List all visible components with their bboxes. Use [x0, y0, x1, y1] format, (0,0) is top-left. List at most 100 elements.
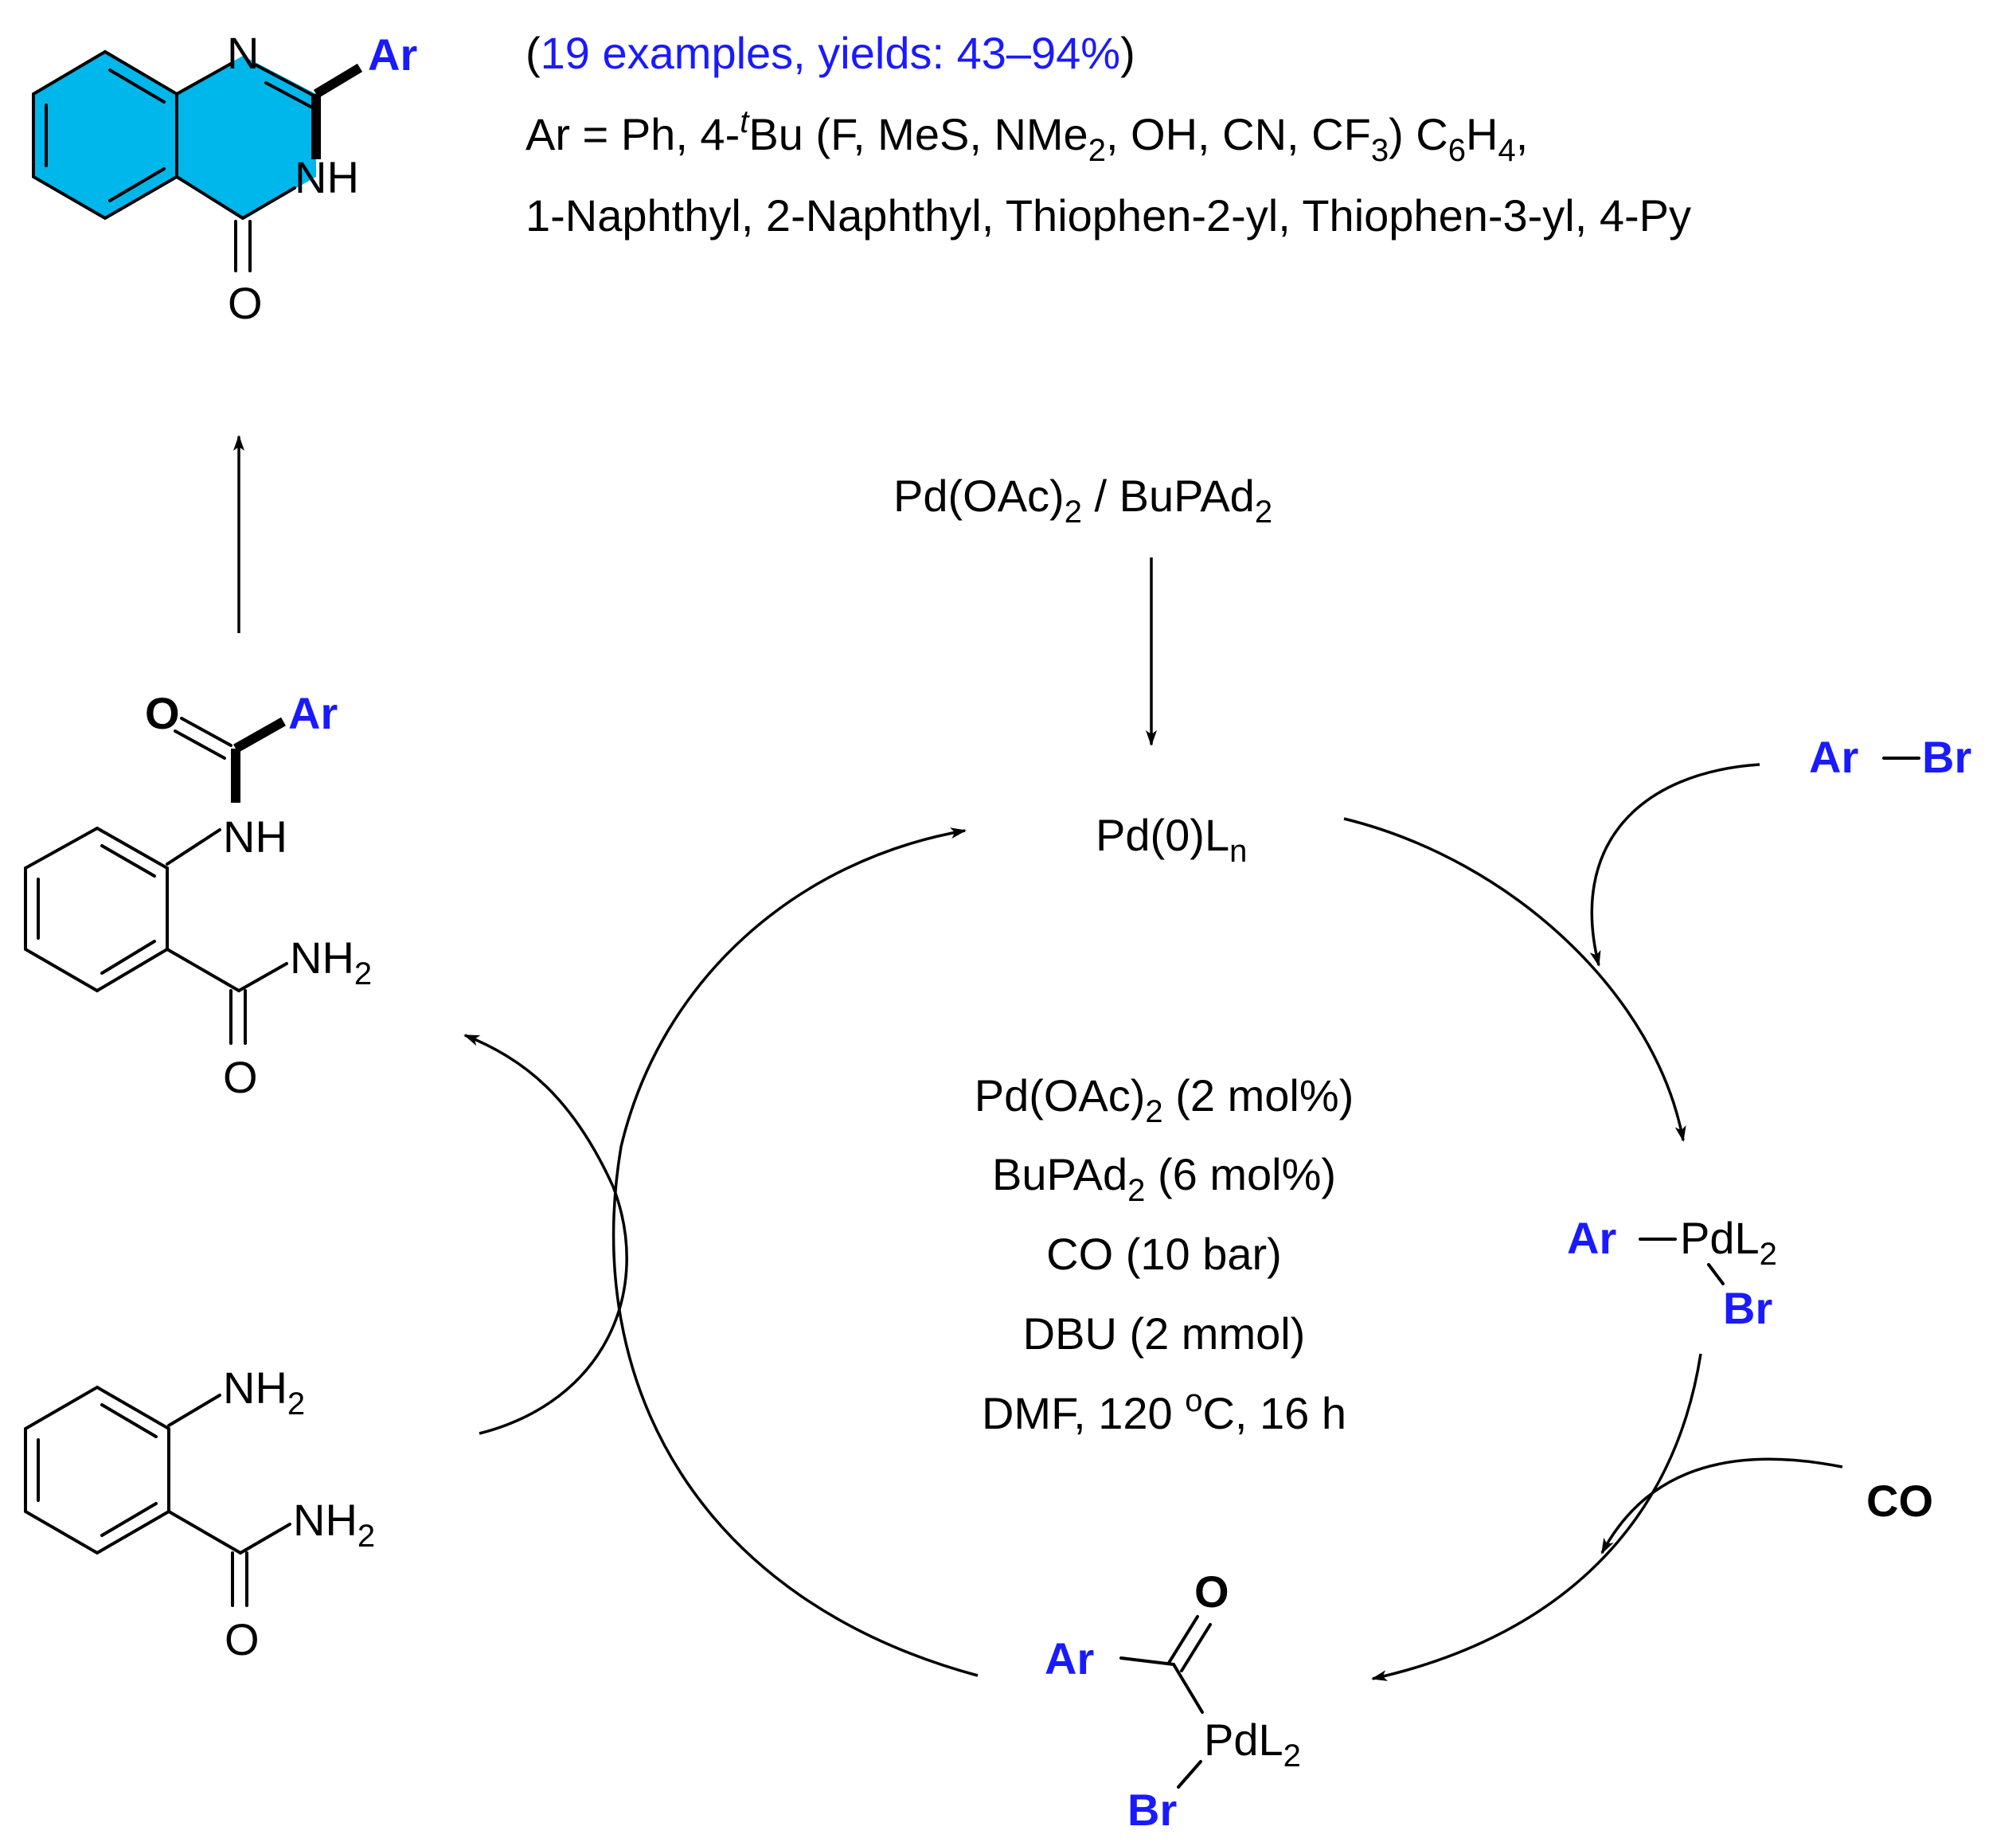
degree-superscript: o — [1185, 1383, 1202, 1418]
bond — [175, 62, 232, 96]
highlighted-ring-fill — [33, 52, 177, 218]
aminobenzamide-reagent: NH2 NH2 O — [24, 1363, 375, 1664]
product-ar-label: Ar — [368, 29, 417, 80]
aminobenzamide-nh2b-label: NH2 — [293, 1495, 375, 1554]
acyl-br-label: Br — [1127, 1785, 1177, 1835]
subscript: 4 — [1498, 133, 1515, 168]
subscript: 2 — [1127, 1173, 1145, 1208]
condition-line: DMF, 120 oC, 16 h — [982, 1383, 1346, 1438]
condition-line: BuPAd2 (6 mol%) — [992, 1149, 1336, 1208]
tert-superscript: t — [740, 104, 750, 139]
ring-o-label: O — [228, 278, 263, 328]
quinazolinone-product: N NH O Ar — [32, 28, 417, 328]
scope-text: Ar = Ph, 4- — [525, 109, 740, 159]
precatalyst-text: Pd(OAc) — [893, 471, 1065, 521]
bond — [24, 1385, 170, 1555]
bond — [313, 63, 363, 99]
regeneration-arc — [611, 827, 979, 1677]
bond — [237, 962, 288, 992]
aminobenzamide-nh2a-label: NH2 — [223, 1363, 305, 1422]
subscript: 6 — [1448, 133, 1466, 168]
pd0-catalyst-label: Pd(0)Ln — [1096, 810, 1247, 869]
ring-nh-label: NH — [295, 152, 359, 202]
bond — [167, 1394, 221, 1427]
condition-line: DBU (2 mmol) — [1023, 1308, 1306, 1359]
bond — [239, 1523, 291, 1555]
paren-close: ) — [1120, 28, 1135, 78]
acyl-palladium-complex: O Ar PdL2 Br — [1045, 1566, 1301, 1835]
paren-open: ( — [525, 28, 541, 78]
bond — [167, 1510, 242, 1555]
precatalyst-text: / BuPAd — [1082, 471, 1255, 521]
aryl-bromide-reagent: Ar Br — [1809, 732, 1971, 782]
co-reagent-label: CO — [1866, 1476, 1933, 1526]
acyl-pd-label: PdL2 — [1204, 1715, 1301, 1774]
aminobenzamide-o-label: O — [225, 1614, 260, 1664]
amide-o-label: O — [145, 688, 180, 738]
bond — [24, 826, 169, 993]
nh2-text: NH — [290, 933, 354, 983]
bond — [166, 948, 240, 992]
acyl-o-label: O — [1194, 1566, 1229, 1617]
condition-text: C, 16 h — [1202, 1388, 1346, 1438]
subscript: 2 — [1088, 133, 1106, 168]
arbr-ar-label: Ar — [1809, 732, 1858, 782]
subscript: 2 — [354, 956, 372, 991]
subscript: 2 — [1145, 1094, 1162, 1129]
ring-n-label: N — [227, 28, 259, 78]
oxadd-pd-label: PdL2 — [1680, 1213, 1777, 1272]
subscript: 2 — [1065, 495, 1082, 530]
amide-nh2-label: NH2 — [290, 933, 372, 991]
bond — [100, 844, 156, 878]
nh2-text: NH — [293, 1495, 357, 1545]
aminolysis-arc — [463, 1034, 628, 1435]
subscript: 2 — [357, 1519, 375, 1554]
subscript: 2 — [287, 1386, 305, 1422]
condition-text: BuPAd — [992, 1149, 1127, 1199]
scope-line-1: (19 examples, yields: 43–94%) — [525, 28, 1135, 78]
bond — [1177, 1760, 1202, 1789]
scope-text: ) C — [1389, 109, 1448, 159]
nh2-text: NH — [223, 1363, 287, 1413]
bond — [241, 186, 296, 220]
subscript: 2 — [1255, 495, 1272, 530]
scope-text: H — [1466, 109, 1498, 159]
bond — [180, 717, 232, 747]
benzamide-intermediate: O Ar NH NH2 O — [24, 688, 372, 1102]
amide-ar-label: Ar — [288, 688, 338, 738]
co-entry-arrow — [1600, 1457, 1843, 1555]
pd0-text: Pd(0)L — [1096, 810, 1229, 860]
bond — [100, 1403, 158, 1438]
bond — [108, 167, 166, 202]
condition-line: CO (10 bar) — [1046, 1229, 1282, 1279]
co-insertion-arc — [1371, 1353, 1702, 1681]
scope-text: , — [1516, 109, 1529, 159]
scope-text: , OH, CN, CF — [1106, 109, 1371, 159]
subscript: 2 — [1760, 1237, 1777, 1272]
bond — [1119, 1656, 1175, 1666]
oxadd-ar-label: Ar — [1567, 1213, 1616, 1263]
bond — [174, 729, 226, 760]
bond — [264, 81, 315, 110]
condition-text: DMF, 120 — [982, 1388, 1185, 1438]
oxidative-addition-arc — [1343, 817, 1686, 1142]
bond — [175, 175, 244, 220]
condition-line: Pd(OAc)2 (2 mol%) — [975, 1070, 1354, 1129]
arbr-entry-arrow — [1589, 763, 1760, 967]
oxidative-addition-complex: Ar PdL2 Br — [1567, 1213, 1777, 1333]
examples-yields: 19 examples, yields: 43–94% — [541, 28, 1120, 78]
bond — [100, 940, 156, 975]
oxadd-br-label: Br — [1723, 1283, 1772, 1333]
highlighted-ring-fill — [177, 56, 316, 218]
bond — [1180, 1623, 1212, 1672]
condition-text: (6 mol%) — [1145, 1149, 1336, 1199]
condition-text: Pd(OAc) — [975, 1070, 1146, 1120]
bond — [100, 1502, 158, 1537]
scope-line-3: 1-Naphthyl, 2-Naphthyl, Thiophen-2-yl, T… — [525, 190, 1691, 241]
bond — [166, 828, 221, 866]
acyl-ar-label: Ar — [1045, 1633, 1094, 1684]
condition-text: (2 mol%) — [1163, 1070, 1354, 1120]
reaction-conditions: Pd(OAc)2 (2 mol%) BuPAd2 (6 mol%) CO (10… — [975, 1070, 1354, 1438]
pd-text: PdL — [1680, 1213, 1760, 1263]
